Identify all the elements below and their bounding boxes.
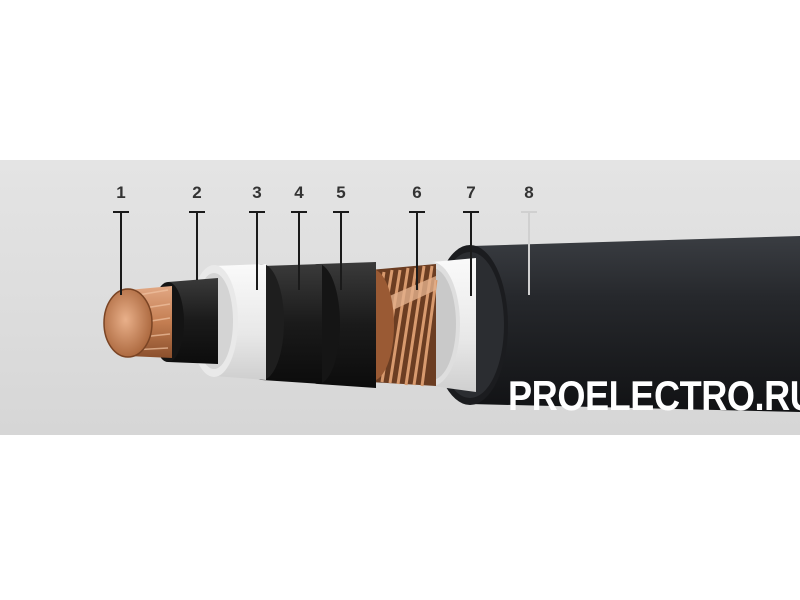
copper-conductor — [103, 286, 172, 358]
label-7: 7 — [466, 183, 476, 202]
label-1: 1 — [116, 183, 126, 202]
leader-lines — [113, 211, 479, 296]
label-5: 5 — [336, 183, 346, 202]
label-3: 3 — [252, 183, 262, 202]
label-4: 4 — [294, 183, 304, 202]
label-6: 6 — [412, 183, 422, 202]
leader-line-8 — [521, 211, 537, 295]
watermark-text: PROELECTRO.RU — [508, 372, 800, 419]
label-2: 2 — [192, 183, 202, 202]
label-8: 8 — [524, 183, 534, 202]
